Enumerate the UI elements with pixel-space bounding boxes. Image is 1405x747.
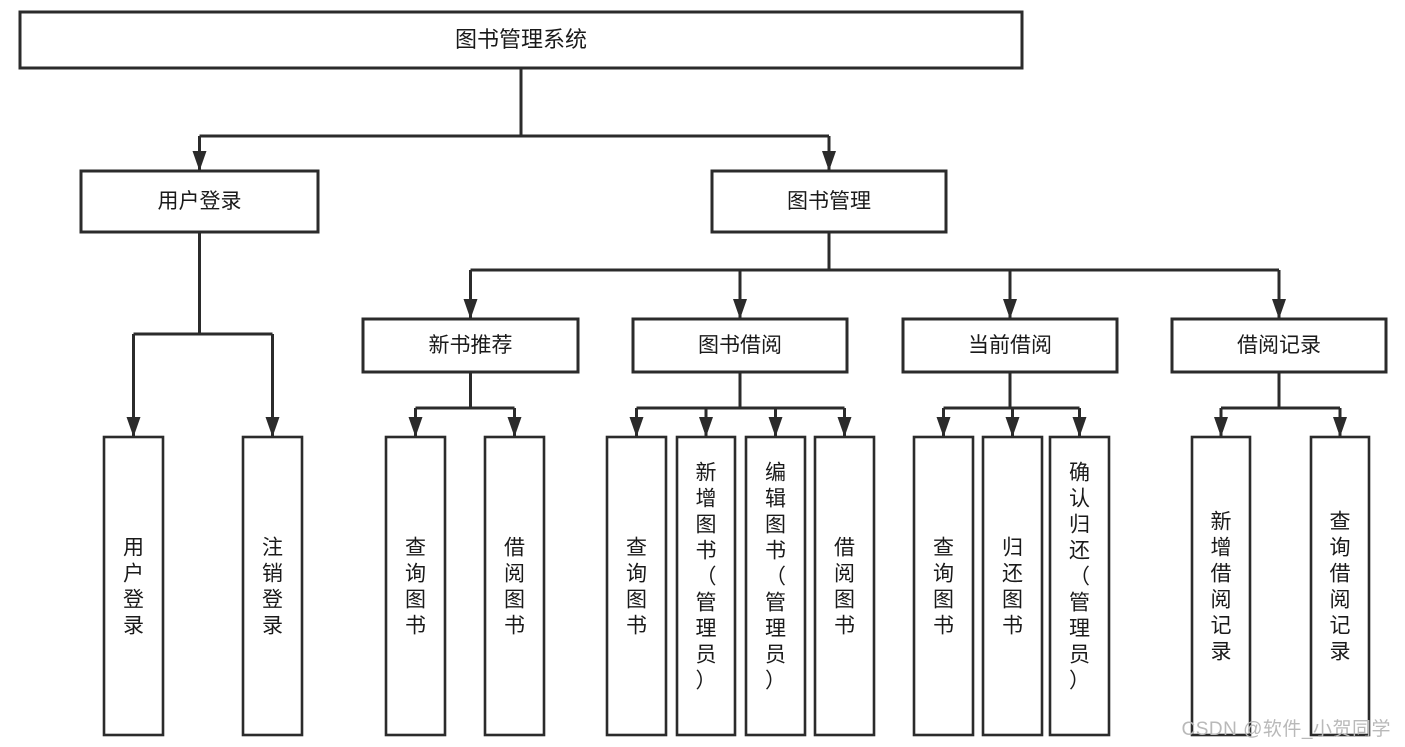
leaf-mid1-3-label: 借阅图书: [834, 536, 855, 637]
node-mid-0-rect[interactable]: [361, 317, 580, 374]
node-mid-3-rect[interactable]: [1170, 317, 1388, 374]
leaf-mid2-2-label: 确认归还（管理员）: [1069, 461, 1090, 692]
node-user-login-label: 用户登录: [158, 190, 242, 213]
node-user-login[interactable]: 用户登录: [79, 169, 320, 234]
node-mid-2[interactable]: 当前借阅: [901, 317, 1119, 374]
arrow-head-icon: [1072, 417, 1087, 437]
leaf-mid3-0-label: 新增借阅记录: [1211, 510, 1232, 663]
node-book-management-label: 图书管理: [787, 190, 871, 213]
leaf-mid0-1[interactable]: 借阅图书: [483, 435, 546, 737]
leaf-user-login-0-label: 用户登录: [123, 536, 144, 637]
leaf-mid1-2-label: 编辑图书（管理员）: [765, 461, 786, 692]
leaf-user-login-1-rect[interactable]: [241, 435, 304, 737]
arrow-head-icon: [126, 417, 141, 437]
leaf-user-login-1-label: 注销登录: [262, 536, 283, 637]
leaf-mid2-1-label: 归还图书: [1002, 536, 1023, 637]
leaf-user-login-0[interactable]: 用户登录: [102, 435, 165, 737]
node-boxes: 图书管理系统用户登录图书管理用户登录注销登录新书推荐查询图书借阅图书图书借阅查询…: [18, 10, 1388, 737]
node-mid-0-label: 新书推荐: [429, 334, 513, 357]
leaf-mid1-2[interactable]: 编辑图书（管理员）: [744, 435, 807, 737]
node-mid-2-rect[interactable]: [901, 317, 1119, 374]
leaf-mid0-1-label: 借阅图书: [504, 536, 525, 637]
arrow-head-icon: [265, 417, 280, 437]
leaf-mid2-2-rect[interactable]: [1048, 435, 1111, 737]
node-user-login-rect[interactable]: [79, 169, 320, 234]
leaf-mid1-0[interactable]: 查询图书: [605, 435, 668, 737]
leaf-mid3-1-rect[interactable]: [1309, 435, 1371, 737]
node-mid-0[interactable]: 新书推荐: [361, 317, 580, 374]
watermark-text: CSDN @软件_小贺同学: [1181, 719, 1391, 740]
arrow-head-icon: [1003, 299, 1017, 319]
arrow-head-icon: [408, 417, 423, 437]
node-book-management-rect[interactable]: [710, 169, 948, 234]
arrow-head-icon: [733, 299, 747, 319]
leaf-mid2-1[interactable]: 归还图书: [981, 435, 1044, 737]
arrow-head-icon: [507, 417, 522, 437]
leaf-mid1-3-rect[interactable]: [813, 435, 876, 737]
node-mid-3-label: 借阅记录: [1237, 334, 1321, 357]
arrow-head-icon: [699, 417, 713, 437]
leaf-mid3-1-label: 查询借阅记录: [1330, 510, 1351, 663]
arrow-head-icon: [822, 151, 836, 171]
leaf-mid0-0-label: 查询图书: [405, 536, 426, 637]
leaf-mid0-1-rect[interactable]: [483, 435, 546, 737]
connector-edges: [126, 68, 1347, 437]
leaf-mid1-1-rect[interactable]: [675, 435, 737, 737]
leaf-mid2-1-rect[interactable]: [981, 435, 1044, 737]
leaf-user-login-0-rect[interactable]: [102, 435, 165, 737]
arrow-head-icon: [1272, 299, 1286, 319]
leaf-user-login-1[interactable]: 注销登录: [241, 435, 304, 737]
leaf-mid3-0-rect[interactable]: [1190, 435, 1252, 737]
node-mid-3[interactable]: 借阅记录: [1170, 317, 1388, 374]
leaf-mid1-0-rect[interactable]: [605, 435, 668, 737]
leaf-mid3-0[interactable]: 新增借阅记录: [1190, 435, 1252, 737]
root-node-book-management-system[interactable]: 图书管理系统: [18, 10, 1024, 70]
leaf-mid3-1[interactable]: 查询借阅记录: [1309, 435, 1371, 737]
arrow-head-icon: [192, 151, 207, 171]
leaf-mid2-2[interactable]: 确认归还（管理员）: [1048, 435, 1111, 737]
leaf-mid1-1[interactable]: 新增图书（管理员）: [675, 435, 737, 737]
arrow-head-icon: [837, 417, 852, 437]
leaf-mid0-0-rect[interactable]: [384, 435, 447, 737]
leaf-mid1-0-label: 查询图书: [626, 536, 647, 637]
leaf-mid1-3[interactable]: 借阅图书: [813, 435, 876, 737]
leaf-mid0-0[interactable]: 查询图书: [384, 435, 447, 737]
arrow-head-icon: [768, 417, 783, 437]
leaf-mid2-0-rect[interactable]: [912, 435, 975, 737]
root-node-book-management-system-label: 图书管理系统: [455, 27, 587, 52]
arrow-head-icon: [1214, 417, 1228, 437]
arrow-head-icon: [629, 417, 644, 437]
root-node-book-management-system-rect[interactable]: [18, 10, 1024, 70]
node-mid-1[interactable]: 图书借阅: [631, 317, 849, 374]
node-mid-1-rect[interactable]: [631, 317, 849, 374]
arrow-head-icon: [1333, 417, 1347, 437]
node-mid-1-label: 图书借阅: [698, 334, 782, 357]
leaf-mid1-1-label: 新增图书（管理员）: [696, 461, 717, 692]
leaf-mid1-2-rect[interactable]: [744, 435, 807, 737]
node-mid-2-label: 当前借阅: [968, 334, 1052, 357]
leaf-mid2-0[interactable]: 查询图书: [912, 435, 975, 737]
arrow-head-icon: [1005, 417, 1020, 437]
leaf-mid2-0-label: 查询图书: [933, 536, 954, 637]
node-book-management[interactable]: 图书管理: [710, 169, 948, 234]
arrow-head-icon: [936, 417, 951, 437]
arrow-head-icon: [463, 299, 478, 319]
